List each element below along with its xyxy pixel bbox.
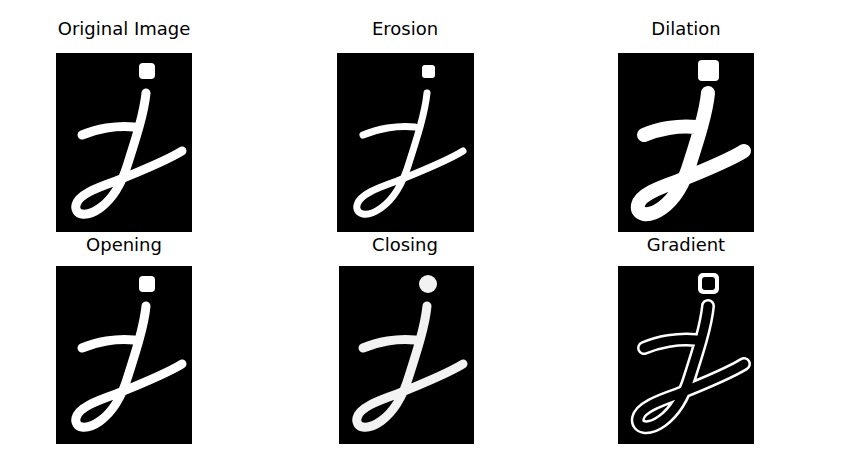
letter-stroke [357,93,463,214]
panel-title: Closing [370,234,440,256]
image-ground [618,53,754,232]
letter-dot [139,276,155,292]
panel-title: Gradient [645,234,727,256]
image-ground [337,266,474,444]
panel-title: Erosion [370,18,440,40]
panel-title: Dilation [649,18,722,40]
image-ground [56,53,192,232]
edge-artifact [337,266,339,444]
panel-title: Original Image [56,18,193,40]
image-panel [56,266,192,444]
letter-dot [422,65,435,78]
image-panel [618,266,754,444]
letter-stroke [76,93,182,214]
image-ground [337,53,474,232]
image-ground [618,266,754,444]
letter-stroke [76,306,182,427]
letter-dot [698,60,719,81]
letter-outline-inner [638,306,744,427]
image-panel [618,53,754,232]
letter-outline [638,306,744,427]
letter-stroke [638,93,744,214]
image-panel [337,53,474,232]
image-panel [337,266,474,444]
letter-dot [139,63,155,79]
letter-dot-inner [702,277,715,290]
letter-dot [419,275,437,293]
letter-stroke [357,306,463,427]
letter-dot-outline [698,273,719,294]
panel-title: Opening [84,234,164,256]
image-panel [56,53,192,232]
image-ground [56,266,192,444]
